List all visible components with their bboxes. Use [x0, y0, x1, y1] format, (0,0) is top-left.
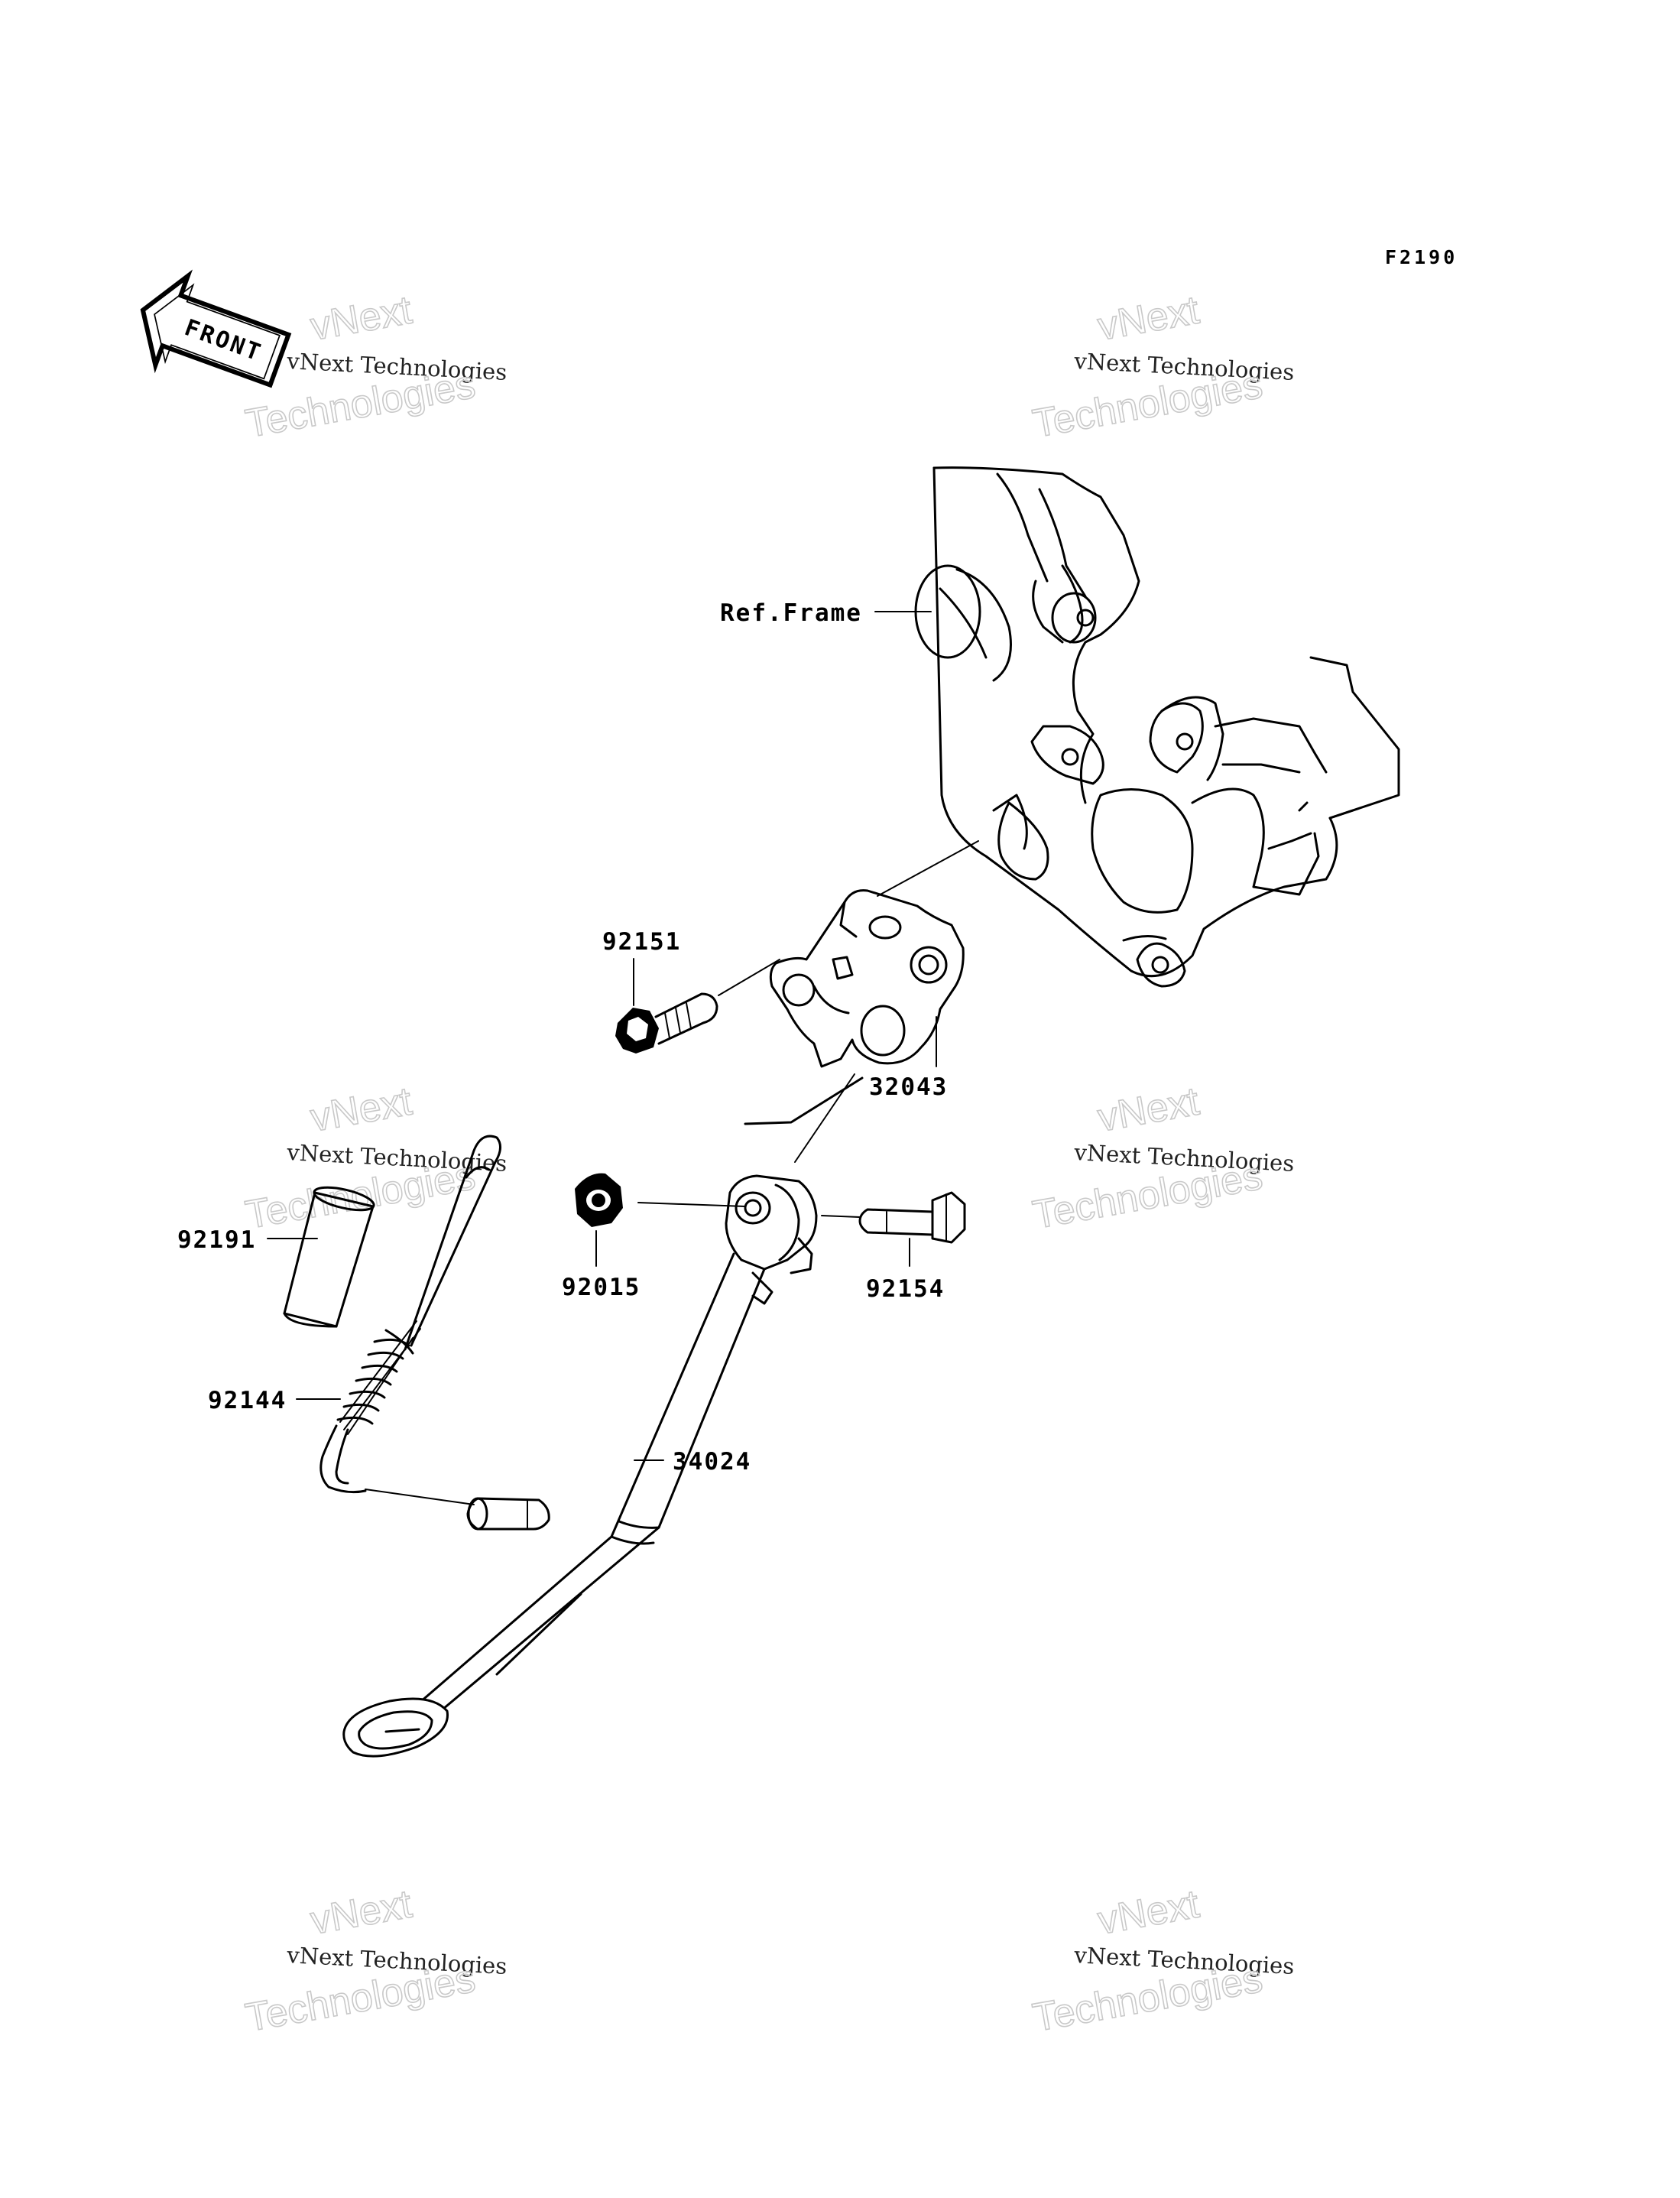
watermark-mid-left: vNext vNext Technologies Technologies [242, 1079, 508, 1239]
watermark-bottom-right: vNext vNext Technologies Technologies [1029, 1881, 1295, 2041]
watermark-line1: vNext [307, 288, 416, 349]
part-92144-drawing [319, 1135, 501, 1494]
part-92144-label: 92144 [208, 1387, 287, 1414]
stand-pin-drawing [365, 1489, 550, 1531]
ref-frame-label: Ref.Frame [720, 599, 862, 627]
watermark-line1: vNext [1095, 1882, 1203, 1943]
watermark-mid-right: vNext vNext Technologies Technologies [1029, 1079, 1295, 1239]
part-34024-drawing [342, 1073, 864, 1758]
watermark-line1: vNext [307, 1882, 416, 1943]
figure-code: F2190 [1385, 246, 1458, 268]
part-92151-drawing [615, 959, 780, 1054]
part-92151-label: 92151 [602, 928, 681, 956]
part-32043-drawing [769, 889, 965, 1068]
watermark-bottom-left: vNext vNext Technologies Technologies [242, 1881, 508, 2041]
watermark-top-left: vNext vNext Technologies Technologies [242, 287, 508, 447]
part-92154-label: 92154 [866, 1275, 945, 1303]
watermark-line1: vNext [1095, 1080, 1203, 1141]
bracket-to-frame-line [877, 840, 979, 897]
front-arrow-icon: FRONT [140, 269, 292, 388]
watermark-top-right: vNext vNext Technologies Technologies [1029, 287, 1295, 447]
part-92191-label: 92191 [177, 1226, 256, 1254]
watermark-line1: vNext [307, 1080, 416, 1141]
watermark-line1: vNext [1095, 288, 1203, 349]
part-32043-label: 32043 [869, 1073, 948, 1101]
part-34024-label: 34024 [673, 1448, 751, 1476]
part-92191-drawing [283, 1186, 375, 1328]
part-92015-drawing [575, 1173, 746, 1227]
ref-frame-drawing [914, 466, 1400, 988]
part-92015-label: 92015 [562, 1274, 641, 1301]
part-92154-drawing [821, 1191, 966, 1244]
